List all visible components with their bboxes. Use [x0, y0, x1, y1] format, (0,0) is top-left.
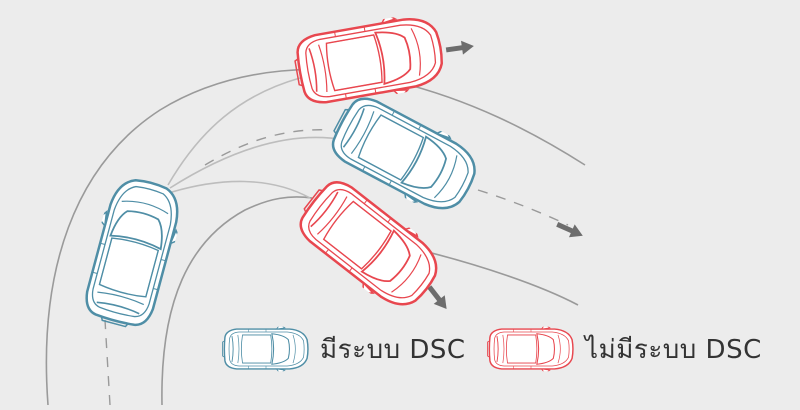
path-dsc-dashed-mid — [204, 129, 331, 166]
legend-item-with-dsc: มีระบบ DSC — [222, 326, 466, 372]
road-inner-curve — [161, 196, 313, 406]
direction-arrow-icon — [556, 222, 583, 238]
car-dsc-entering — [76, 170, 190, 335]
path-to-blue-car — [169, 136, 346, 189]
path-dsc-dashed-end — [477, 189, 569, 226]
car-top-view-icon — [487, 326, 574, 372]
path-dsc-dashed-start — [104, 319, 111, 406]
road-outer-straight — [397, 81, 586, 166]
legend-label-with-dsc: มีระบบ DSC — [320, 334, 466, 365]
path-to-red-car-lower — [171, 180, 311, 199]
direction-arrows — [427, 40, 583, 310]
road-inner-straight — [419, 249, 579, 306]
direction-arrow-icon — [427, 285, 447, 310]
car-top-view-icon — [222, 326, 309, 372]
legend-item-without-dsc: ไม่มีระบบ DSC — [487, 326, 762, 372]
path-slide-to-outer — [167, 77, 301, 186]
legend-label-without-dsc: ไม่มีระบบ DSC — [585, 334, 762, 365]
direction-arrow-icon — [445, 40, 474, 55]
